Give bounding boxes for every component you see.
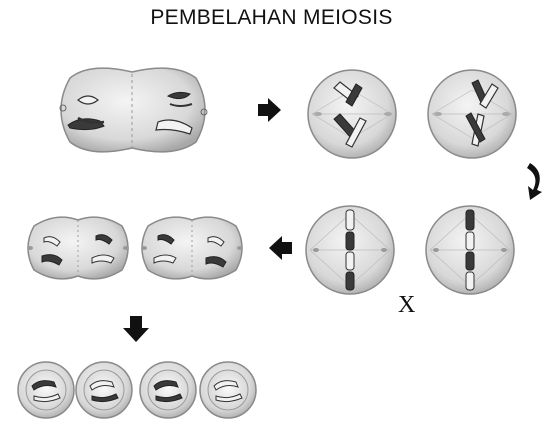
cell-telophase-1b bbox=[141, 217, 243, 279]
daughter-cell-1 bbox=[18, 362, 74, 418]
daughter-cell-4 bbox=[200, 362, 256, 418]
cell-metaphase-1b bbox=[428, 70, 516, 158]
cell-metaphase-2b bbox=[426, 206, 514, 294]
cell-metaphase-2a bbox=[306, 206, 394, 294]
arrow-right-icon bbox=[258, 98, 281, 122]
daughter-cell-2 bbox=[76, 362, 132, 418]
cell-prophase bbox=[60, 68, 207, 152]
arrow-down-icon bbox=[123, 316, 149, 342]
daughter-cell-3 bbox=[140, 362, 196, 418]
arrow-left-icon bbox=[269, 236, 292, 260]
curved-arrow-down-icon bbox=[527, 163, 542, 200]
cell-metaphase-1a bbox=[308, 70, 396, 158]
cell-telophase-1a bbox=[27, 217, 129, 279]
